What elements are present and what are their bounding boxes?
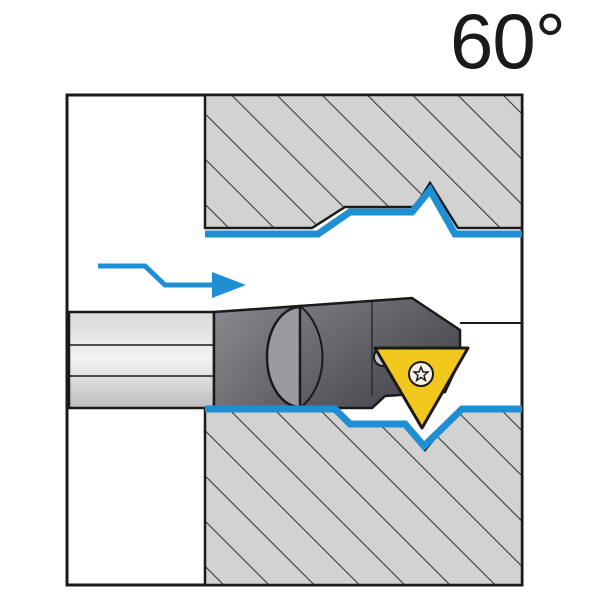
threading-insert [373, 346, 470, 430]
tool-shank [67, 310, 216, 410]
thread-angle-label: 60° [450, 0, 566, 85]
workpiece-lower [203, 406, 524, 587]
head-facet [299, 305, 324, 409]
feed-arrow-icon [98, 263, 246, 298]
torx-screw-icon [412, 365, 430, 383]
thread-profile-upper [205, 183, 522, 238]
insert-screw-head [408, 361, 434, 387]
workpiece-upper [203, 93, 524, 230]
thread-profile-lower [205, 405, 522, 452]
